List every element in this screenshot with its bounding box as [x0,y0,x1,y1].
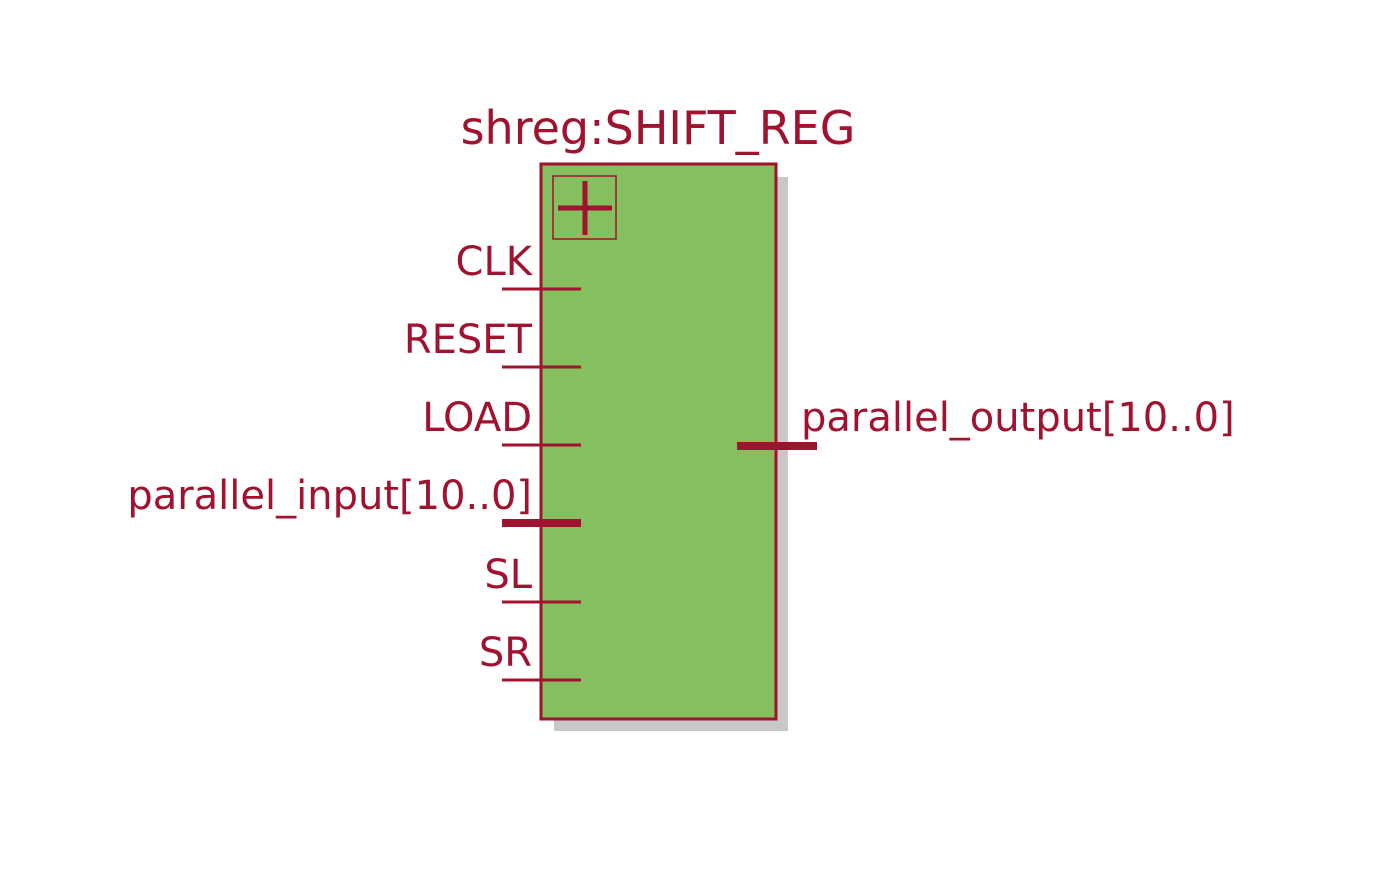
block-title: shreg:SHIFT_REG [461,101,856,155]
input-port-clk[interactable]: CLK [456,239,581,291]
input-port-load[interactable]: LOAD [422,395,581,447]
port-label-parallel-output: parallel_output[10..0] [801,395,1235,441]
port-label-reset: RESET [404,317,533,363]
port-label-sr: SR [479,630,532,676]
input-port-sr[interactable]: SR [479,630,581,682]
input-port-parallel-input[interactable]: parallel_input[10..0] [127,473,581,527]
input-port-reset[interactable]: RESET [404,317,581,369]
port-label-parallel-input: parallel_input[10..0] [127,473,532,519]
port-label-sl: SL [484,552,532,598]
expand-plus-icon[interactable] [552,175,617,240]
shift-register-block[interactable] [539,162,778,721]
port-label-load: LOAD [422,395,532,441]
output-port-parallel-output[interactable]: parallel_output[10..0] [737,395,1235,450]
input-port-sl[interactable]: SL [484,552,581,604]
port-label-clk: CLK [456,239,534,285]
